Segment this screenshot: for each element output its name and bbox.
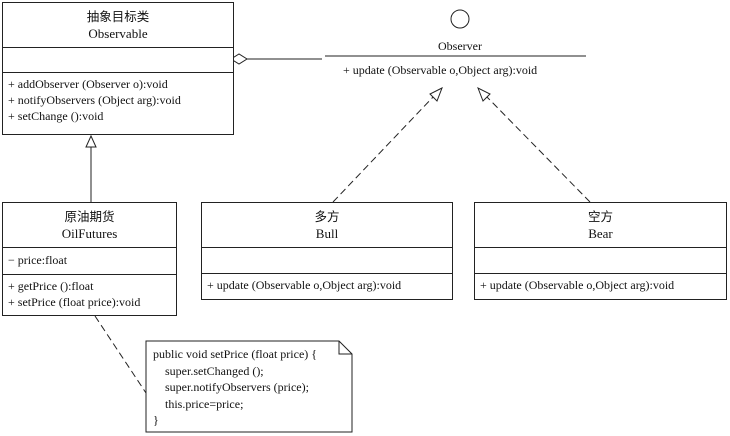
- bear-attributes: [475, 247, 726, 273]
- bear-realization-arrowhead: [477, 86, 491, 102]
- bear-class[interactable]: 空方 Bear + update (Observable o,Object ar…: [474, 202, 727, 300]
- note-fold-corner: [338, 341, 352, 355]
- bull-realization-arrowhead: [429, 86, 443, 102]
- bull-attributes: [202, 247, 452, 273]
- bull-op-update: + update (Observable o,Object arg):void: [207, 278, 402, 292]
- note-line: public void setPrice (float price) {: [153, 347, 318, 361]
- note-line: }: [153, 413, 159, 427]
- oilfutures-attributes: − price:float: [3, 247, 176, 274]
- bear-op-update: + update (Observable o,Object arg):void: [480, 278, 675, 292]
- oilfutures-header: 原油期货 OilFutures: [3, 203, 176, 247]
- oilfutures-op-get-price: + getPrice ():float: [8, 279, 94, 293]
- bear-operations: + update (Observable o,Object arg):void: [475, 273, 726, 293]
- observable-attributes: [3, 47, 233, 72]
- observable-class[interactable]: 抽象目标类 Observable + addObserver (Observer…: [2, 2, 234, 135]
- note-line: super.setChanged ();: [153, 363, 264, 378]
- bear-en-name: Bear: [588, 226, 613, 241]
- aggregation-diamond: [230, 53, 248, 65]
- generalization-arrowhead: [85, 134, 97, 148]
- observable-op-notify-observers: + notifyObservers (Object arg):void: [8, 93, 181, 107]
- bear-cn-name: 空方: [587, 209, 613, 224]
- bear-realization-connector: [477, 86, 591, 203]
- generalization-connector: [85, 134, 97, 202]
- note-line: super.notifyObservers (price);: [153, 380, 309, 394]
- note-shape: [145, 340, 353, 433]
- observer-interface-name[interactable]: Observer: [438, 39, 482, 53]
- oilfutures-en-name: OilFutures: [61, 226, 118, 241]
- note-code: public void setPrice (float price) { sup…: [153, 346, 317, 429]
- bull-en-name: Bull: [315, 226, 339, 241]
- oilfutures-operations: + getPrice ():float + setPrice (float pr…: [3, 274, 176, 310]
- note-anchor-line: [94, 315, 147, 394]
- oilfutures-attr-price: − price:float: [8, 253, 68, 267]
- bear-header: 空方 Bear: [475, 203, 726, 247]
- bull-header: 多方 Bull: [202, 203, 452, 247]
- oilfutures-cn-name: 原油期货: [64, 209, 115, 224]
- bull-operations: + update (Observable o,Object arg):void: [202, 273, 452, 293]
- oilfutures-op-set-price: + setPrice (float price):void: [8, 295, 141, 309]
- bull-cn-name: 多方: [314, 209, 340, 224]
- bull-realization-connector: [332, 86, 443, 203]
- observable-cn-name: 抽象目标类: [86, 9, 150, 24]
- observable-header: 抽象目标类 Observable: [3, 3, 233, 47]
- observable-en-name: Observable: [88, 26, 148, 41]
- aggregation-connector: [230, 53, 322, 65]
- observable-operations: + addObserver (Observer o):void + notify…: [3, 72, 233, 124]
- observer-op-update: + update (Observable o,Object arg):void: [343, 63, 538, 77]
- set-price-note[interactable]: public void setPrice (float price) { sup…: [146, 341, 352, 432]
- oilfutures-class[interactable]: 原油期货 OilFutures − price:float + getPrice…: [2, 202, 177, 316]
- bull-class[interactable]: 多方 Bull + update (Observable o,Object ar…: [201, 202, 453, 300]
- observable-op-set-change: + setChange ():void: [8, 109, 104, 123]
- note-line: this.price=price;: [153, 396, 244, 411]
- interface-circle-icon: [450, 9, 470, 29]
- observable-op-add-observer: + addObserver (Observer o):void: [8, 77, 168, 91]
